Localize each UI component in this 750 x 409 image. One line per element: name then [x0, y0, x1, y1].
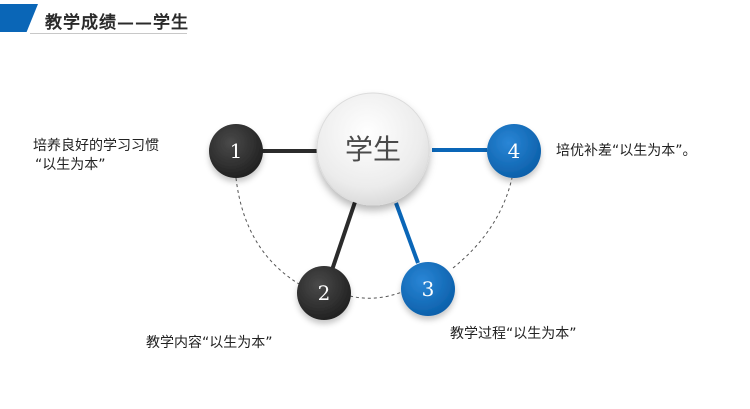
caption-node-3: 教学过程“以生为本”: [450, 326, 577, 342]
node-3-number: 3: [422, 277, 435, 301]
center-label: 学生: [345, 133, 401, 166]
header-divider: [30, 33, 187, 34]
node-3: [401, 262, 455, 316]
page-title: 教学成绩——学生: [45, 13, 189, 33]
node-4-number: 4: [508, 139, 521, 163]
node-1-number: 1: [230, 139, 243, 163]
caption-node-2: 教学内容“以生为本”: [146, 335, 273, 351]
caption-node-4: 培优补差“以生为本”。: [556, 143, 697, 159]
node-2-number: 2: [318, 281, 331, 305]
node-1: [209, 124, 263, 178]
dashed-arc-bottom: [349, 291, 403, 299]
dashed-arc-left: [235, 177, 307, 289]
connector-3: [394, 202, 420, 264]
node-2: [297, 266, 351, 320]
node-4: [487, 124, 541, 178]
connector-2: [330, 201, 357, 271]
caption-node-1: 培养良好的学习习惯 “以生为本”: [33, 137, 159, 175]
dashed-arc-right: [452, 177, 513, 269]
caption-node-1-line-1: 培养良好的学习习惯: [33, 138, 159, 154]
center-node: [316, 92, 430, 206]
caption-node-1-line-2: “以生为本”: [35, 157, 106, 173]
